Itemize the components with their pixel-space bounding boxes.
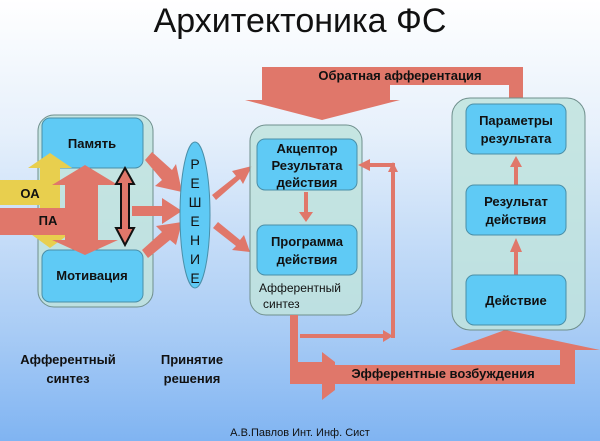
program-label: Программа [271,234,344,249]
acceptor-label: Акцептор [276,141,337,156]
acceptor-to-program-arrow [299,192,313,222]
feedback-arrow: Обратная афферентация [245,67,523,120]
decision-letter: Ш [189,194,202,210]
efferent-arrow: Эфферентные возбуждения [290,315,600,400]
acceptor-box [256,138,358,191]
middle-caption: синтез [263,297,300,311]
params-box [465,103,567,155]
feedback-label: Обратная афферентация [318,68,481,83]
acceptor-label: действия [277,175,338,190]
return-loop-arrow [300,159,398,342]
action-to-result-arrow [510,238,522,275]
bottom-decision-label: решения [164,371,221,386]
decision-letter: И [190,251,200,267]
arrows-from-decision [212,166,252,252]
params-label: Параметры [479,113,553,128]
memory-label: Память [68,136,116,151]
efferent-label: Эфферентные возбуждения [351,366,534,381]
action-label: Действие [485,293,546,308]
decision-letter: Е [190,213,199,229]
result-label: Результат [484,194,548,209]
program-label: действия [277,252,338,267]
page-title: Архитектоника ФС [154,2,447,40]
pa-arrow: ПА [0,165,118,255]
decision-letters: Р Е Ш Е Н И Е [189,156,202,286]
decision-ellipse [179,141,211,289]
motivation-label: Мотивация [56,268,127,283]
bottom-decision-label: Принятие [161,352,223,367]
bottom-afferent-label: Афферентный [20,352,116,367]
decision-letter: Е [190,270,199,286]
action-box [465,274,567,326]
result-to-params-arrow [510,156,522,185]
decision-letter: Р [190,156,199,172]
program-box [256,224,358,276]
acceptor-label: Результата [271,158,343,173]
result-box [465,184,567,236]
middle-caption: Афферентный [259,281,341,295]
pa-label: ПА [39,213,58,228]
decision-letter: Н [190,232,200,248]
memory-box [41,117,144,169]
footer: А.В.Павлов Инт. Инф. Сист [230,427,370,439]
oa-label: ОА [20,186,40,201]
memory-motivation-double-arrow [114,165,136,248]
bottom-afferent-label: синтез [46,371,90,386]
arrows-to-decision [132,152,182,258]
result-label: действия [486,212,547,227]
params-label: результата [481,131,552,146]
decision-letter: Е [190,175,199,191]
